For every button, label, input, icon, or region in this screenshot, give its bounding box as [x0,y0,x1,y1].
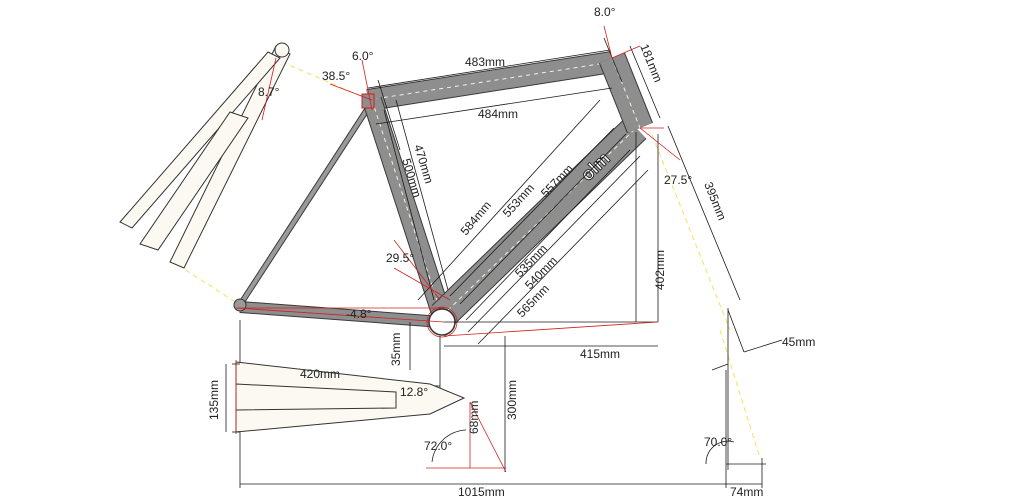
chainstay-detail [232,360,466,434]
label-stay-angle-72: 72.0° [424,439,452,453]
label-down-584: 584mm [458,198,494,238]
label-seat-angle-left: 38.5° [322,69,350,83]
label-top-tube-under: 484mm [478,107,518,121]
label-stay-68: 68mm [467,401,481,434]
label-height-402: 402mm [653,250,667,290]
label-trail-74: 74mm [730,485,763,499]
label-wheelbase-1015: 1015mm [458,485,505,499]
label-bb-35: 35mm [389,333,403,366]
front-axle-detail [431,308,735,470]
label-top-tube-top: 483mm [465,55,505,69]
label-fork-angle: 8.7° [258,85,280,99]
label-seat-top-angle: 6.0° [352,49,374,63]
label-reach-415: 415mm [580,347,620,361]
label-head-angle-70: 70.0° [704,435,732,449]
label-angle-29-5: 29.5° [386,251,414,265]
label-bb-height-300: 300mm [505,380,519,420]
centerline-guides [177,61,761,459]
label-angle-27-5: 27.5° [664,173,692,187]
label-head-angle-top: 8.0° [594,5,616,19]
label-bb-drop-neg: -4.8° [346,307,372,321]
label-stay-angle-12-8: 12.8° [400,385,428,399]
red-construction-lines [235,25,681,473]
rear-dropout [233,298,247,312]
dimension-lines [225,37,783,488]
label-stay-135: 135mm [207,380,221,420]
label-chainstay-420: 420mm [300,367,340,381]
frame-tubes: olm [233,51,653,338]
label-head-tube: 181mm [637,42,665,84]
label-offset-45: 45mm [782,335,815,349]
fork-drawing [119,42,291,269]
